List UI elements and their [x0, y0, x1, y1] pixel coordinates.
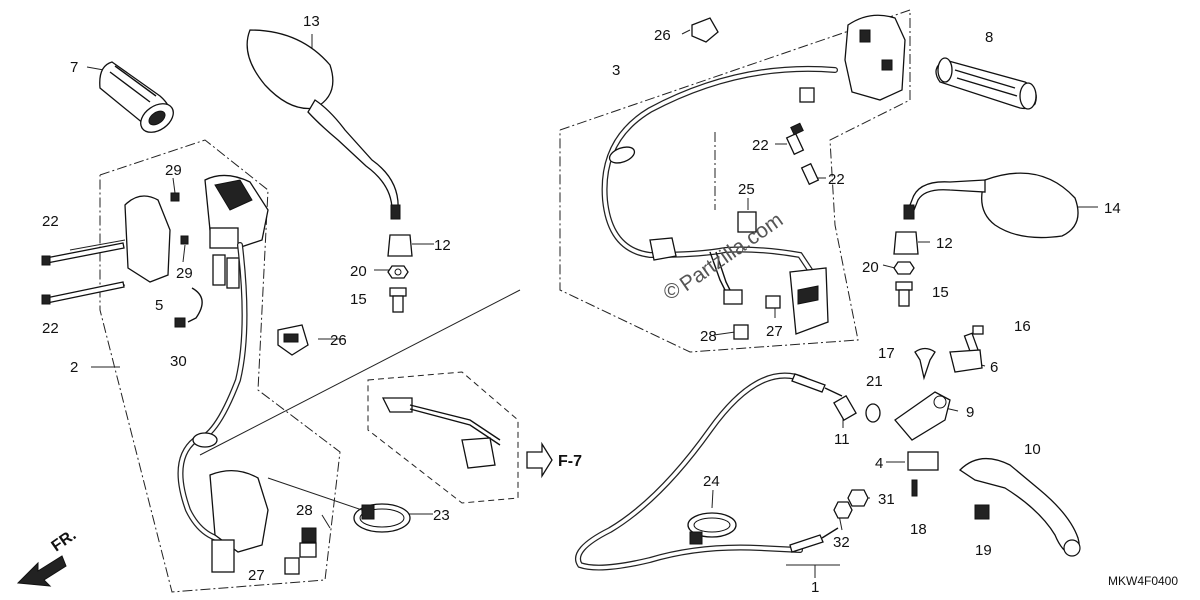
band-clamp-cable — [687, 512, 737, 545]
wire-clip-right — [691, 17, 719, 43]
copyright-mark: © — [664, 280, 680, 303]
callout-5: 5 — [155, 297, 163, 314]
callout-29-top: 29 — [165, 162, 182, 179]
callout-24: 24 — [703, 473, 720, 490]
callout-15-left: 15 — [350, 291, 367, 308]
callout-7: 7 — [70, 59, 78, 76]
mirror-mount-right — [893, 231, 919, 307]
mirror-mount-left — [387, 234, 413, 313]
right-mirror — [903, 172, 1079, 239]
callout-32: 32 — [833, 534, 850, 551]
left-screws — [41, 192, 203, 328]
callout-21: 21 — [866, 373, 883, 390]
callout-17: 17 — [878, 345, 895, 362]
f7-detail — [381, 397, 501, 469]
clutch-lever — [958, 458, 1081, 557]
callout-31: 31 — [878, 491, 895, 508]
callout-11: 11 — [834, 431, 850, 448]
callout-22-lower-right: 22 — [828, 171, 845, 188]
callout-15-right: 15 — [932, 284, 949, 301]
callout-26-left: 26 — [330, 332, 347, 349]
callout-20-left: 20 — [350, 263, 367, 280]
right-harness — [601, 65, 838, 340]
callout-4: 4 — [875, 455, 883, 472]
callout-22-upper-right: 22 — [752, 137, 769, 154]
diagram-code: MKW4F0400 — [1108, 574, 1178, 588]
wire-clip-left — [277, 324, 309, 356]
callout-13: 13 — [303, 13, 320, 30]
left-mirror — [246, 29, 401, 220]
callout-14: 14 — [1104, 200, 1121, 217]
callout-26-right: 26 — [654, 27, 671, 44]
callout-2: 2 — [70, 359, 78, 376]
callout-27-left: 27 — [248, 567, 265, 584]
callout-8: 8 — [985, 29, 993, 46]
callout-1: 1 — [811, 579, 819, 596]
callout-23: 23 — [433, 507, 450, 524]
callout-29-bottom: 29 — [176, 265, 193, 282]
callout-9: 9 — [966, 404, 974, 421]
callout-12-left: 12 — [434, 237, 451, 254]
callout-22-upper-left: 22 — [42, 213, 59, 230]
front-label: FR. — [49, 527, 80, 556]
callout-19: 19 — [975, 542, 992, 559]
right-switch-housing — [799, 14, 906, 103]
clutch-perch — [833, 325, 984, 497]
left-harness — [177, 242, 317, 575]
callout-27-right: 27 — [766, 323, 783, 340]
callout-30: 30 — [170, 353, 187, 370]
callout-labels: 7 29 22 29 22 5 30 2 13 12 20 15 26 28 2… — [42, 13, 1178, 596]
front-arrow — [16, 555, 67, 587]
left-grip — [99, 61, 174, 133]
callout-3: 3 — [612, 62, 620, 79]
right-bolts — [737, 122, 820, 233]
f7-arrow — [526, 441, 553, 479]
band-clamp — [267, 477, 411, 533]
callout-16: 16 — [1014, 318, 1031, 335]
callout-25: 25 — [738, 181, 755, 198]
callout-6: 6 — [990, 359, 998, 376]
assembly-outlines — [99, 9, 911, 593]
callout-20-right: 20 — [862, 259, 879, 276]
callout-10: 10 — [1024, 441, 1041, 458]
callout-22-lower-left: 22 — [42, 320, 59, 337]
callout-18: 18 — [910, 521, 927, 538]
ref-label-f7: F-7 — [558, 453, 582, 470]
callout-12-right: 12 — [936, 235, 953, 252]
clutch-cable — [575, 372, 869, 571]
right-grip — [935, 57, 1037, 110]
callout-28-left: 28 — [296, 502, 313, 519]
callout-28-right: 28 — [700, 328, 717, 345]
left-switch-housing — [124, 174, 269, 289]
